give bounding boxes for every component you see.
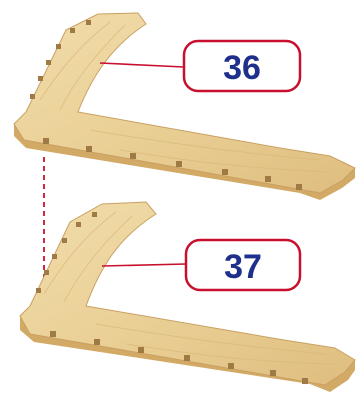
part-36-number: 36 [223, 49, 261, 87]
part-37-number: 37 [224, 248, 262, 286]
wooden-part-36 [14, 13, 355, 200]
part-36-callout: 36 [184, 41, 300, 91]
part-37-leader-line [102, 264, 186, 266]
part-37-callout: 37 [186, 240, 300, 290]
part-36-leader-line [100, 63, 184, 67]
wooden-part-37 [20, 202, 355, 392]
part-36-face [14, 13, 355, 193]
